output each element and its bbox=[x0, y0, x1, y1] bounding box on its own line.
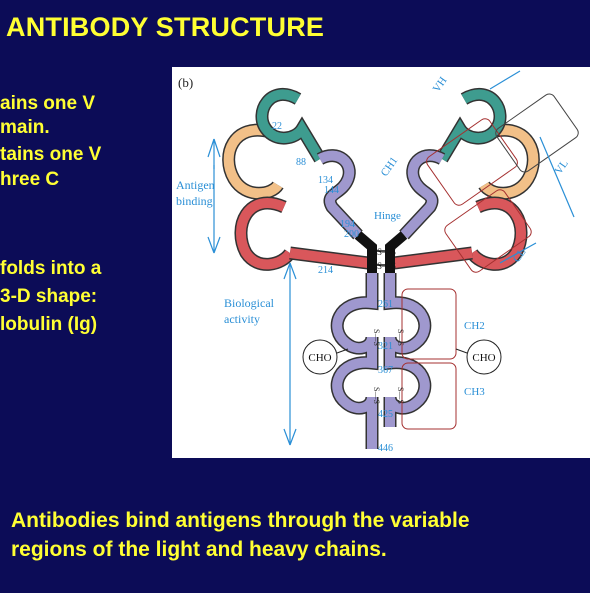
heavy-constant-domains-left-fill bbox=[332, 273, 377, 449]
cl-domain-box bbox=[444, 189, 532, 273]
cho-label: CHO bbox=[308, 352, 331, 364]
residue-number: 194 bbox=[340, 219, 355, 230]
slide-title: ANTIBODY STRUCTURE bbox=[6, 12, 325, 42]
bullet-text: hree C bbox=[0, 169, 60, 190]
hinge-label: Hinge bbox=[374, 210, 401, 222]
residue-number: 425 bbox=[378, 409, 393, 420]
disulfide-label: S—S bbox=[396, 387, 405, 404]
residue-number: 144 bbox=[324, 185, 339, 196]
residue-number: 200 bbox=[344, 229, 359, 240]
footer-line: regions of the light and heavy chains. bbox=[11, 538, 387, 561]
bullet-text: 3-D shape: bbox=[0, 286, 98, 307]
residue-number: 134 bbox=[318, 175, 333, 186]
bullet-text: main. bbox=[0, 117, 50, 138]
residue-number: 321 bbox=[378, 341, 393, 352]
residue-number: 22 bbox=[272, 121, 282, 132]
vh-arrow bbox=[489, 70, 521, 90]
panel-label: (b) bbox=[178, 75, 193, 90]
light-constant-domain-left-fill bbox=[236, 198, 295, 270]
residue-number: 446 bbox=[378, 443, 393, 454]
bullet-text: lobulin (Ig) bbox=[0, 314, 98, 335]
carbohydrate-circle bbox=[466, 339, 502, 375]
residue-number: 367 bbox=[378, 365, 393, 376]
residue-number: 214 bbox=[318, 265, 333, 276]
cho-label: CHO bbox=[472, 352, 495, 364]
footer-text: Antibodies bind antigens through the var… bbox=[11, 506, 470, 564]
heavy-constant-domain-ch1-left-fill bbox=[317, 150, 362, 239]
antibody-diagram: (b) CHO CHO bbox=[172, 67, 590, 458]
bullet-text: folds into a bbox=[0, 258, 102, 279]
biological-activity-label: activity bbox=[224, 312, 260, 326]
carbohydrate-circle bbox=[302, 339, 338, 375]
light-variable-domain-right-fill bbox=[479, 125, 539, 199]
disulfide-label: S—S bbox=[377, 247, 396, 257]
heavy-variable-domain-right-fill bbox=[437, 89, 505, 162]
disulfide-label: S—S bbox=[396, 329, 405, 346]
heavy-constant-domain-ch1-right-fill bbox=[400, 150, 445, 239]
vh-label: VH bbox=[431, 75, 450, 95]
hinge-right bbox=[385, 231, 408, 273]
disulfide-label: S—S bbox=[372, 329, 381, 346]
residue-number: 261 bbox=[378, 299, 393, 310]
ch2-label: CH2 bbox=[464, 320, 485, 332]
ch3-domain-box bbox=[401, 362, 457, 430]
disulfide-label: S—S bbox=[372, 387, 381, 404]
heavy-constant-domains-right-fill bbox=[385, 273, 430, 427]
vh-domain-box bbox=[426, 118, 518, 206]
light-variable-domain-left-fill bbox=[223, 125, 283, 199]
residue-number: 88 bbox=[296, 157, 306, 168]
ch3-label: CH3 bbox=[464, 386, 485, 398]
bullet-text: ains one V bbox=[0, 93, 96, 114]
vl-arrow bbox=[539, 136, 575, 218]
antigen-binding-label: Antigen bbox=[176, 178, 215, 192]
light-chain-tail-left-fill bbox=[289, 248, 369, 268]
ch1-label: CH1 bbox=[379, 155, 401, 179]
light-constant-domain-right-fill bbox=[467, 198, 526, 270]
hinge-left bbox=[354, 231, 377, 273]
footer-line: Antibodies bind antigens through the var… bbox=[11, 509, 470, 532]
cl-arrow bbox=[499, 242, 537, 264]
heavy-variable-domain-left-fill bbox=[257, 89, 325, 162]
antigen-binding-label: binding bbox=[176, 194, 213, 208]
bullet-text: tains one V bbox=[0, 144, 102, 165]
vl-domain-box bbox=[495, 93, 579, 173]
disulfide-label: S—S bbox=[377, 261, 396, 271]
light-chain-tail-right-fill bbox=[393, 248, 473, 268]
biological-activity-label: Biological bbox=[224, 296, 275, 310]
ch2-domain-box bbox=[401, 288, 457, 360]
